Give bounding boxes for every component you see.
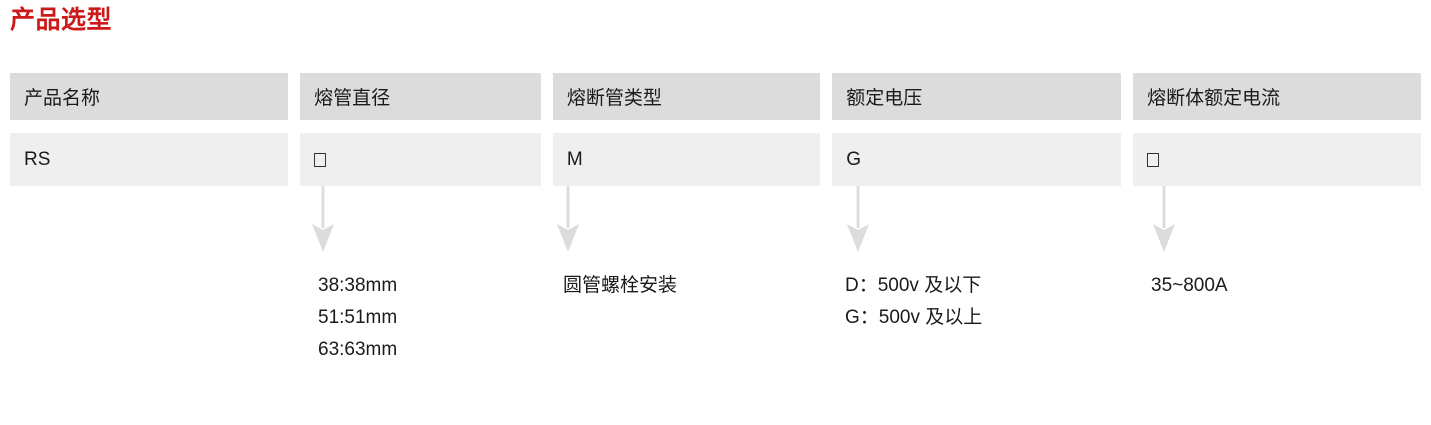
header-label: 产品名称	[24, 88, 101, 109]
description-rated-voltage: D：500v 及以下 G：500v 及以上	[845, 270, 982, 334]
header-label: 熔管直径	[314, 88, 391, 109]
value-label: RS	[24, 148, 51, 170]
header-label: 熔断体额定电流	[1147, 88, 1281, 109]
page-title: 产品选型	[10, 6, 113, 34]
table-header-cell-fuse-tube-type: 熔断管类型	[552, 73, 821, 120]
table-header-cell-rated-voltage: 额定电压	[832, 73, 1122, 120]
table-value-cell-tube-diameter	[300, 133, 541, 186]
description-line: G：500v 及以上	[845, 307, 983, 328]
table-header-row: 产品名称 熔管直径 熔断管类型 额定电压 熔断体额定电流	[10, 73, 1421, 120]
table-header-cell-tube-diameter: 熔管直径	[300, 73, 541, 120]
table-value-row: RS M G	[10, 133, 1421, 186]
table-value-cell-rated-current	[1133, 133, 1421, 186]
down-arrow-icon-rated-voltage	[845, 186, 871, 252]
value-label: G	[846, 148, 861, 170]
description-line: 63:63mm	[318, 339, 398, 360]
placeholder-box-icon	[314, 152, 327, 167]
description-line: 圆管螺栓安装	[563, 275, 678, 296]
header-label: 额定电压	[846, 88, 923, 109]
description-line: 38:38mm	[318, 275, 398, 296]
header-label: 熔断管类型	[566, 88, 662, 109]
table-header-cell-rated-current: 熔断体额定电流	[1133, 73, 1421, 120]
table-header-cell-product-name: 产品名称	[10, 73, 289, 120]
down-arrow-icon-rated-current	[1151, 186, 1177, 252]
down-arrow-icon-fuse-tube-type	[555, 186, 581, 252]
description-line: 35~800A	[1151, 275, 1228, 296]
description-line: D：500v 及以下	[845, 275, 982, 296]
placeholder-box-icon	[1147, 152, 1160, 167]
table-value-cell-rated-voltage: G	[832, 133, 1122, 186]
description-line: 51:51mm	[318, 307, 398, 328]
product-selection-table: 产品名称 熔管直径 熔断管类型 额定电压 熔断体额定电流 RS M G	[10, 73, 1421, 186]
value-label: M	[566, 148, 583, 170]
table-value-cell-product-name: RS	[10, 133, 289, 186]
table-value-cell-fuse-tube-type: M	[552, 133, 821, 186]
description-rated-current: 35~800A	[1151, 270, 1228, 302]
description-tube-diameter: 38:38mm 51:51mm 63:63mm	[318, 270, 397, 366]
description-fuse-tube-type: 圆管螺栓安装	[563, 270, 677, 302]
down-arrow-icon-tube-diameter	[310, 186, 336, 252]
